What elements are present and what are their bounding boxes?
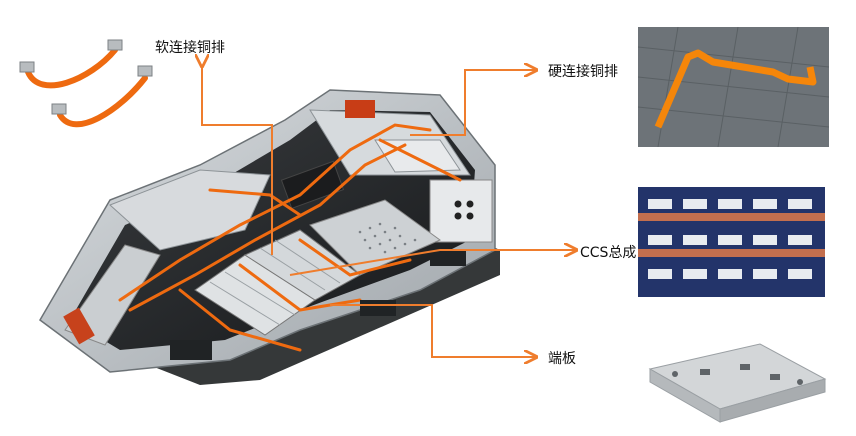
tunnel-module: [64, 244, 161, 346]
soft-busbar-arrow: [202, 65, 273, 255]
cooling-plate: [309, 199, 441, 276]
end-box-bolt: [466, 200, 474, 208]
label-hard-busbar: 硬连接铜排: [548, 64, 618, 80]
front-connector: [63, 307, 95, 345]
ccs-arrow: [289, 250, 575, 276]
end-box-bolt: [454, 200, 462, 208]
ccs-photo: [638, 187, 825, 297]
hard-busbar-arrow: [410, 70, 535, 136]
mount-foot: [430, 250, 466, 266]
relay-box: [345, 100, 375, 118]
label-soft-busbar: 软连接铜排: [155, 40, 225, 56]
hard-busbar-photo: [638, 27, 829, 147]
end-plate-arrow: [330, 304, 535, 357]
mount-foot: [170, 340, 212, 360]
wiring-harness: [118, 123, 462, 352]
end-box-bolt: [454, 212, 462, 220]
label-end-plate: 端板: [548, 351, 576, 367]
end-box-bolt: [466, 212, 474, 220]
label-ccs: CCS总成: [580, 245, 637, 261]
end-plate-photo: [640, 324, 832, 424]
